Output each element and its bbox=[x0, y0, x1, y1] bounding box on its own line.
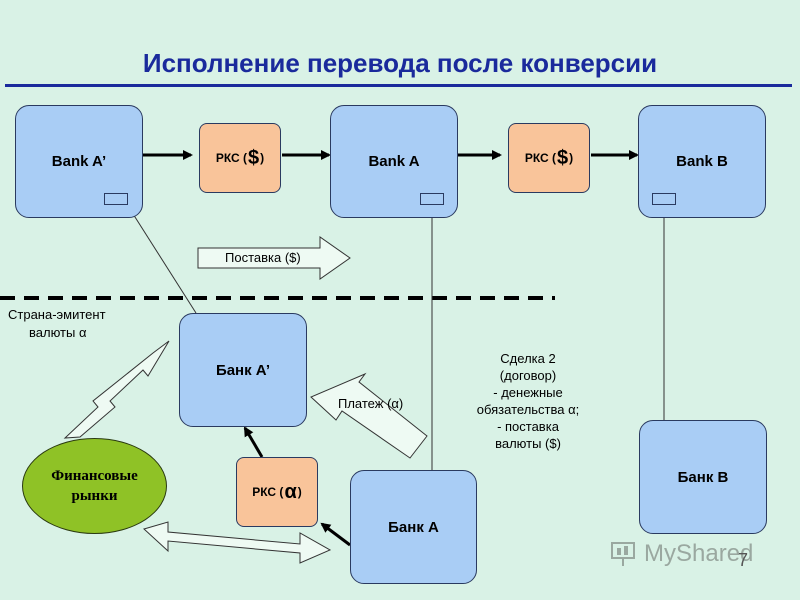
double-arrow-issuer-shape bbox=[63, 340, 170, 439]
double-arrow-markets-shape bbox=[143, 521, 332, 564]
bank-a-bottom-label: Банк А bbox=[388, 518, 439, 536]
link-bank-a-prime bbox=[127, 205, 197, 314]
deal-line5: - поставка bbox=[497, 419, 559, 434]
rks-prefix: РКС ( bbox=[215, 151, 248, 165]
deal-description: Сделка 2 (договор) - денежные обязательс… bbox=[448, 350, 608, 452]
rks-alpha: РКС (α) bbox=[236, 457, 318, 527]
presentation-icon bbox=[611, 542, 635, 566]
financial-markets-line2: рынки bbox=[71, 488, 118, 504]
deal-line1: Сделка 2 bbox=[500, 351, 556, 366]
payment-arrow-shape bbox=[310, 372, 428, 459]
bank-a-prime-top-label: Bank A’ bbox=[51, 153, 107, 170]
rks-prefix: РКС ( bbox=[524, 151, 557, 165]
arrow-rks-alpha-to-bank-a-prime bbox=[243, 426, 264, 458]
rks-usd-left: РКС ($) bbox=[199, 123, 281, 193]
deal-line4: обязательства α; bbox=[476, 402, 580, 417]
issuer-label-line1: Страна-эмитент bbox=[8, 307, 106, 322]
page-number: 7 bbox=[738, 550, 749, 570]
watermark: MyShared bbox=[610, 540, 753, 568]
rks-suffix: ) bbox=[297, 485, 302, 499]
financial-markets-line1: Финансовые bbox=[51, 468, 138, 484]
delivery-label: Поставка ($) bbox=[225, 250, 301, 265]
rks-prefix: РКС ( bbox=[252, 485, 284, 499]
bank-a-top-port bbox=[420, 193, 444, 205]
usd-symbol: $ bbox=[248, 146, 260, 169]
payment-label: Платеж (α) bbox=[338, 396, 404, 411]
title-underline bbox=[5, 84, 792, 87]
deal-line3: - денежные bbox=[493, 385, 563, 400]
rks-usd-right: РКС ($) bbox=[508, 123, 590, 193]
issuer-label-line2: валюты α bbox=[29, 325, 87, 340]
bank-a-prime-bottom: Банк А’ bbox=[179, 313, 307, 427]
bank-a-prime-bottom-label: Банк А’ bbox=[215, 361, 271, 379]
usd-symbol: $ bbox=[557, 146, 569, 169]
bank-a-prime-top-port bbox=[104, 193, 128, 205]
bank-b-top-label: Bank B bbox=[676, 153, 728, 170]
bank-a-top-label: Bank A bbox=[368, 153, 420, 170]
financial-markets-ellipse: Финансовые рынки bbox=[22, 438, 167, 534]
rks-suffix: ) bbox=[260, 151, 265, 165]
bank-b-top-port bbox=[652, 193, 676, 205]
bank-a-bottom: Банк А bbox=[350, 470, 477, 584]
bank-a-prime-top: Bank A’ bbox=[15, 105, 143, 218]
watermark-text: MyShared bbox=[644, 540, 754, 567]
delivery-arrow-shape bbox=[197, 236, 351, 280]
arrow-bank-a-to-rks-alpha bbox=[320, 522, 351, 547]
bank-b-bottom: Банк В bbox=[639, 420, 767, 534]
page-title: Исполнение перевода после конверсии bbox=[142, 48, 658, 78]
rks-suffix: ) bbox=[569, 151, 574, 165]
deal-line2: (договор) bbox=[499, 368, 557, 383]
alpha-symbol: α bbox=[284, 480, 297, 503]
bank-b-bottom-label: Банк В bbox=[677, 468, 729, 486]
deal-line6: валюты ($) bbox=[495, 436, 561, 451]
